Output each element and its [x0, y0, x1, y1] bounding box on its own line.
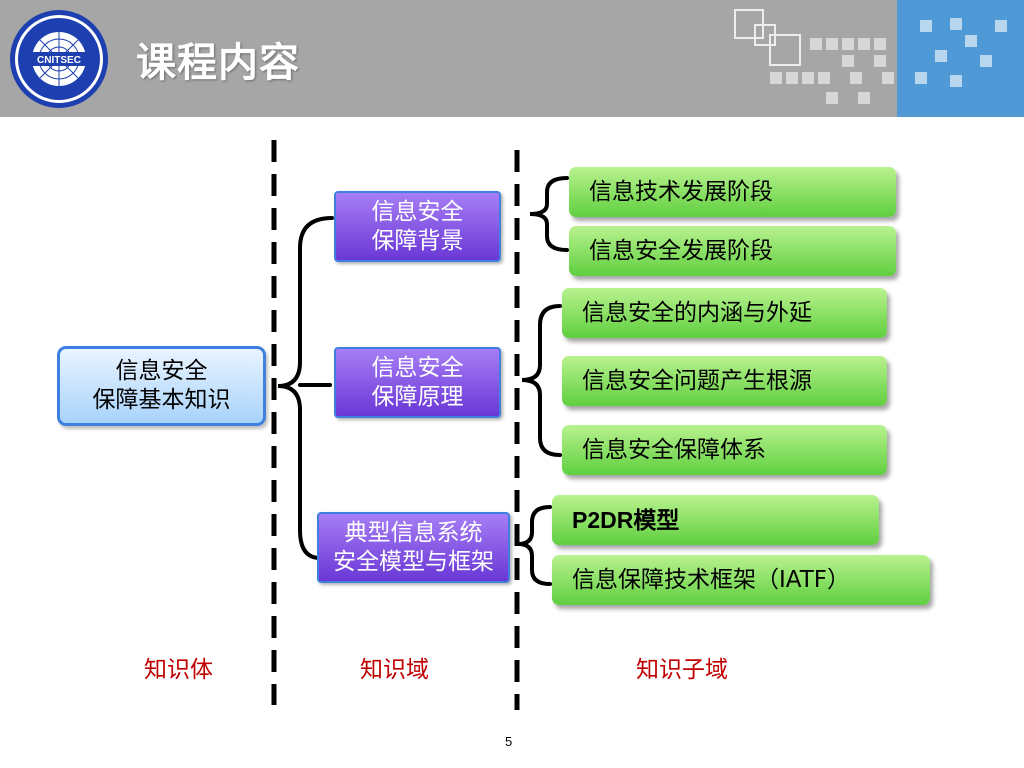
subdomain-node: 信息安全保障体系 — [562, 425, 887, 475]
domain-node-principle: 信息安全 保障原理 — [334, 347, 501, 418]
domain-1-line-1: 信息安全 — [371, 198, 464, 225]
domain-3-line-1: 典型信息系统 — [344, 519, 483, 546]
brace-2 — [521, 304, 562, 457]
root-brace — [277, 216, 334, 560]
cnitsec-seal-icon: CNITSEC — [10, 10, 108, 108]
decorative-squares — [734, 9, 1007, 104]
page-title: 课程内容 — [136, 40, 300, 86]
domain-2-line-1: 信息安全 — [371, 354, 464, 381]
brace-1 — [529, 176, 569, 252]
root-node: 信息安全 保障基本知识 — [57, 346, 266, 426]
subdomain-node: P2DR模型 — [552, 495, 879, 545]
subdomain-node: 信息安全的内涵与外延 — [562, 288, 887, 338]
subdomain-node: 信息安全问题产生根源 — [562, 356, 887, 406]
subdomain-node: 信息技术发展阶段 — [569, 167, 896, 217]
logo-mark: CNITSEC — [37, 55, 81, 66]
subdomain-node: 信息保障技术框架（IATF） — [552, 555, 930, 605]
domain-3-line-2: 安全模型与框架 — [333, 548, 494, 575]
domain-node-models: 典型信息系统 安全模型与框架 — [317, 512, 510, 583]
column-label-subdomain: 知识子域 — [636, 657, 728, 683]
column-label-body: 知识体 — [144, 657, 213, 683]
domain-1-line-2: 保障背景 — [371, 227, 464, 254]
root-line-1: 信息安全 — [115, 358, 208, 385]
domain-2-line-2: 保障原理 — [371, 383, 464, 410]
root-line-2: 保障基本知识 — [92, 387, 231, 413]
page-number: 5 — [505, 734, 513, 749]
domain-node-background: 信息安全 保障背景 — [334, 191, 501, 262]
subdomain-node: 信息安全发展阶段 — [569, 226, 896, 276]
column-label-domain: 知识域 — [360, 657, 429, 683]
brace-3 — [517, 505, 552, 586]
